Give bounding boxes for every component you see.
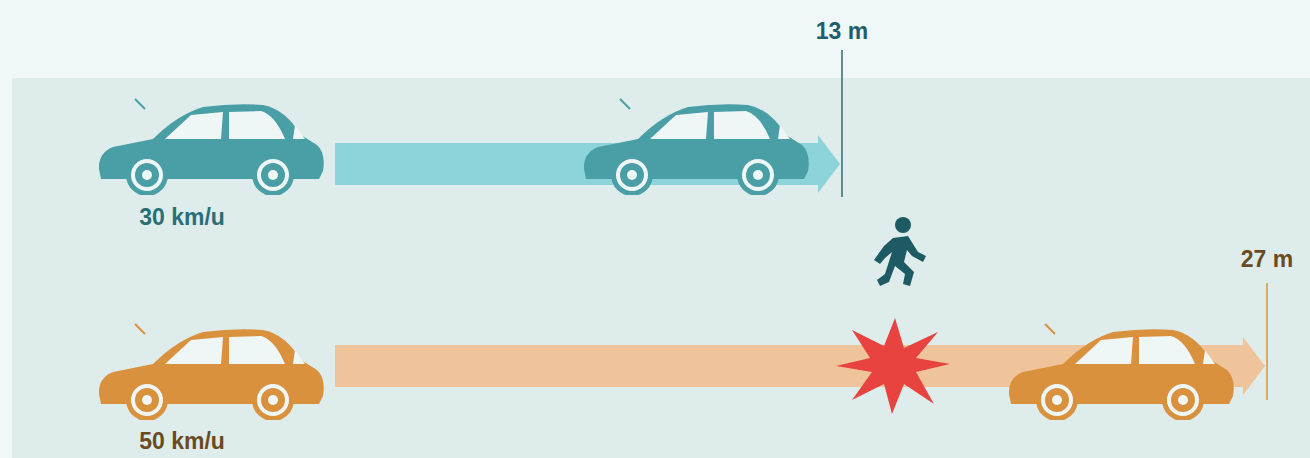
dimension-label: 13 m xyxy=(816,20,868,43)
road-panel xyxy=(12,78,1310,458)
car xyxy=(584,99,809,196)
pedestrian-icon xyxy=(874,217,926,286)
impact-star xyxy=(836,318,950,414)
car xyxy=(99,324,324,421)
dimension-label: 50 km/u xyxy=(139,430,225,453)
stop-line xyxy=(841,50,843,197)
car xyxy=(1009,324,1234,421)
dimension-label: 27 m xyxy=(1241,248,1293,271)
stop-line xyxy=(1266,283,1268,400)
dimension-label: 30 km/u xyxy=(139,206,225,229)
car xyxy=(99,99,324,196)
